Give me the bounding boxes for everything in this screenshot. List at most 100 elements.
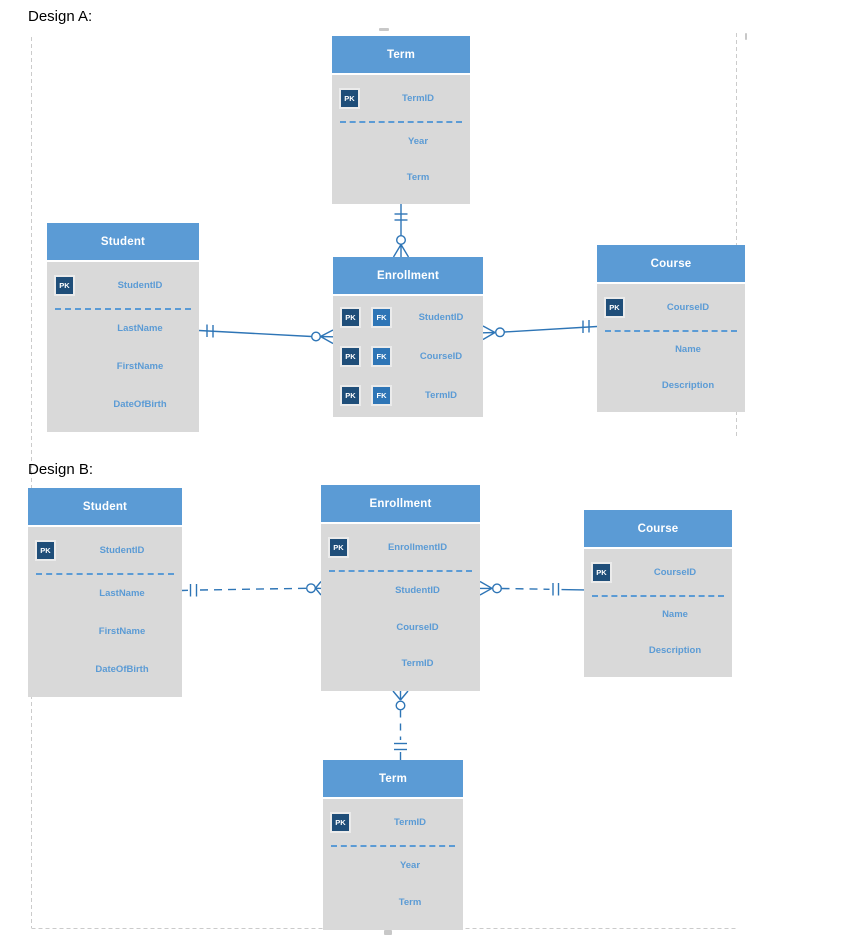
- key-separator: [36, 573, 174, 575]
- attribute-name: DateOfBirth: [95, 663, 149, 675]
- attribute-name: FirstName: [98, 626, 146, 637]
- key-badges: PK: [28, 539, 68, 561]
- fk-badge-icon: FK: [371, 307, 392, 328]
- entity-table-course-a[interactable]: Course PK CourseID Name Description: [597, 245, 745, 412]
- page-handle-top-right[interactable]: [745, 33, 747, 40]
- zero-circle-icon: [395, 700, 406, 711]
- crow-foot-icon: [392, 244, 410, 258]
- attribute-name: LastName: [99, 588, 145, 600]
- relationship-b-enrollment-term[interactable]: [392, 690, 409, 760]
- zero-circle-icon: [495, 327, 506, 338]
- attribute-row: PK FK CourseID: [333, 337, 483, 376]
- attribute-row: TermID: [321, 645, 480, 682]
- zero-circle-icon: [396, 234, 407, 245]
- table-title: Term: [332, 36, 470, 73]
- attribute-name: Description: [661, 379, 715, 391]
- attribute-row: PK TermID: [323, 799, 463, 845]
- attribute-row: DateOfBirth: [47, 385, 199, 423]
- attribute-row: PK StudentID: [28, 527, 182, 573]
- entity-table-term-b[interactable]: Term PK TermID Year Term: [323, 760, 463, 930]
- table-body: PK CourseID Name Description: [597, 284, 745, 412]
- key-badges: PK: [332, 87, 372, 109]
- table-body: PK StudentID LastName FirstName DateOfBi…: [28, 527, 182, 697]
- crow-foot-icon: [479, 580, 493, 596]
- table-title: Student: [47, 223, 199, 260]
- attribute-name: TermID: [424, 390, 458, 401]
- attribute-name: FirstName: [116, 361, 164, 372]
- crow-foot-icon: [320, 329, 334, 345]
- key-badges: PK: [597, 296, 637, 318]
- attribute-row: Term: [323, 884, 463, 921]
- entity-table-course-b[interactable]: Course PK CourseID Name Description: [584, 510, 732, 677]
- table-title: Course: [597, 245, 745, 282]
- attribute-name: EnrollmentID: [387, 541, 448, 553]
- relationship-a-enrollment-course[interactable]: [482, 320, 598, 341]
- key-badges: PK: [47, 274, 87, 296]
- entity-table-student-b[interactable]: Student PK StudentID LastName FirstName …: [28, 488, 182, 697]
- design-b-label: Design B:: [28, 461, 94, 478]
- fk-badge-icon: FK: [371, 346, 392, 367]
- attribute-row: Year: [332, 123, 470, 159]
- attribute-name: LastName: [117, 323, 163, 335]
- pk-badge-icon: PK: [340, 385, 361, 406]
- attribute-name: TermID: [393, 816, 427, 828]
- pk-badge-icon: PK: [339, 87, 360, 109]
- attribute-row: DateOfBirth: [28, 650, 182, 688]
- table-title: Enrollment: [321, 485, 480, 522]
- page-handle-bottom[interactable]: [384, 930, 392, 935]
- key-separator: [605, 330, 737, 332]
- zero-circle-icon: [306, 583, 317, 594]
- entity-table-enrollment-a[interactable]: Enrollment PK FK StudentID PK FK CourseI…: [333, 257, 483, 417]
- key-badges: PK FK: [333, 385, 405, 406]
- attribute-name: TermID: [401, 92, 435, 104]
- attribute-row: PK CourseID: [597, 284, 745, 330]
- entity-table-enrollment-b[interactable]: Enrollment PK EnrollmentID StudentID Cou…: [321, 485, 480, 691]
- attribute-row: Year: [323, 847, 463, 884]
- key-badges: PK: [323, 811, 363, 833]
- attribute-row: Term: [332, 159, 470, 195]
- table-body: PK StudentID LastName FirstName DateOfBi…: [47, 262, 199, 432]
- table-body: PK TermID Year Term: [323, 799, 463, 930]
- attribute-row: Description: [584, 633, 732, 669]
- pk-badge-icon: PK: [35, 539, 56, 561]
- attribute-row: Name: [597, 332, 745, 368]
- attribute-row: Description: [597, 368, 745, 404]
- attribute-name: TermID: [401, 658, 434, 670]
- relationship-b-enrollment-course[interactable]: [479, 580, 585, 596]
- relationship-a-term-enrollment[interactable]: [392, 204, 410, 258]
- attribute-name: StudentID: [99, 544, 145, 556]
- attribute-name: StudentID: [395, 584, 440, 596]
- attribute-name: Name: [675, 344, 701, 356]
- attribute-row: Name: [584, 597, 732, 633]
- table-body: PK CourseID Name Description: [584, 549, 732, 677]
- pk-badge-icon: PK: [340, 307, 361, 328]
- fk-badge-icon: FK: [371, 385, 392, 406]
- key-badges: PK: [321, 536, 361, 558]
- relationship-a-student-enrollment[interactable]: [198, 324, 334, 345]
- attribute-row: FirstName: [28, 613, 182, 651]
- entity-table-student-a[interactable]: Student PK StudentID LastName FirstName …: [47, 223, 199, 432]
- attribute-name: StudentID: [418, 312, 464, 323]
- zero-circle-icon: [492, 583, 503, 594]
- entity-table-term-a[interactable]: Term PK TermID Year Term: [332, 36, 470, 204]
- attribute-name: Term: [406, 171, 430, 183]
- attribute-name: Year: [399, 860, 421, 871]
- crow-foot-icon: [482, 325, 496, 341]
- key-badges: PK: [584, 561, 624, 583]
- attribute-row: FirstName: [47, 348, 199, 386]
- pk-badge-icon: PK: [591, 561, 612, 583]
- key-separator: [340, 121, 462, 123]
- zero-circle-icon: [311, 331, 322, 342]
- attribute-row: PK EnrollmentID: [321, 524, 480, 570]
- attribute-name: CourseID: [419, 351, 463, 362]
- relationship-b-student-enrollment[interactable]: [181, 581, 322, 597]
- pk-badge-icon: PK: [604, 296, 625, 318]
- attribute-name: CourseID: [653, 566, 697, 578]
- page-handle-top[interactable]: [379, 28, 389, 31]
- table-title: Enrollment: [333, 257, 483, 294]
- attribute-row: LastName: [28, 575, 182, 613]
- attribute-name: Term: [398, 897, 422, 908]
- key-badges: PK FK: [333, 307, 405, 328]
- attribute-row: PK CourseID: [584, 549, 732, 595]
